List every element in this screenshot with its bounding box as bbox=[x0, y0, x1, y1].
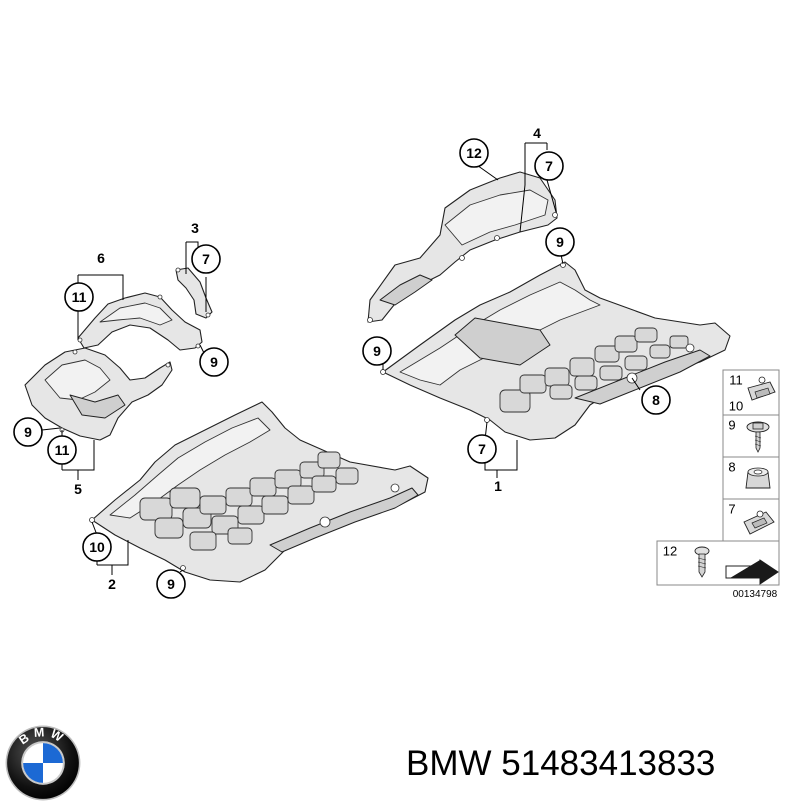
legend-number: 7 bbox=[728, 502, 735, 517]
callout-11: 11 bbox=[64, 282, 94, 312]
clip-nut-icon bbox=[743, 510, 775, 535]
part-2-underbody-panel bbox=[89, 401, 429, 583]
svg-text:7: 7 bbox=[545, 158, 553, 174]
part-6-heat-shield bbox=[77, 292, 203, 351]
svg-text:9: 9 bbox=[373, 343, 381, 359]
part-4-duct-shield bbox=[367, 171, 558, 323]
screw-icon bbox=[746, 421, 770, 453]
callout-10: 10 bbox=[82, 532, 112, 562]
callout-12: 12 bbox=[459, 138, 489, 168]
callout-9: 9 bbox=[545, 227, 575, 257]
svg-text:12: 12 bbox=[466, 145, 482, 161]
bmw-logo: BMW bbox=[5, 725, 81, 801]
callout-5: 5 bbox=[74, 481, 82, 497]
callout-3: 3 bbox=[191, 220, 199, 236]
part-5-heat-shield bbox=[24, 347, 173, 441]
svg-text:11: 11 bbox=[72, 289, 87, 305]
callout-8: 8 bbox=[641, 385, 671, 415]
brand-name: BMW bbox=[406, 744, 492, 783]
screw-icon bbox=[694, 546, 710, 578]
callout-9: 9 bbox=[156, 569, 186, 599]
svg-text:9: 9 bbox=[556, 234, 564, 250]
part-3-bracket bbox=[175, 267, 213, 319]
callout-11: 11 bbox=[47, 435, 77, 465]
svg-text:11: 11 bbox=[55, 442, 70, 458]
legend-number: 8 bbox=[728, 460, 735, 475]
clip-nut-icon bbox=[747, 376, 776, 401]
arrow-icon bbox=[725, 559, 779, 585]
callout-4: 4 bbox=[533, 125, 541, 141]
callout-7: 7 bbox=[467, 434, 497, 464]
svg-text:7: 7 bbox=[202, 251, 210, 267]
callout-1: 1 bbox=[494, 478, 502, 494]
svg-text:9: 9 bbox=[167, 576, 175, 592]
legend-number: 9 bbox=[728, 418, 735, 433]
callout-7: 7 bbox=[534, 151, 564, 181]
legend-number: 12 bbox=[663, 544, 677, 559]
svg-text:6: 6 bbox=[97, 250, 105, 266]
legend-number: 11 bbox=[729, 373, 743, 388]
callout-9: 9 bbox=[13, 417, 43, 447]
svg-text:7: 7 bbox=[478, 441, 486, 457]
svg-text:10: 10 bbox=[89, 539, 105, 555]
footer-title: BMW 51483413833 bbox=[406, 741, 715, 787]
legend-number: 10 bbox=[729, 399, 743, 414]
svg-text:4: 4 bbox=[533, 125, 541, 141]
callout-2: 2 bbox=[108, 576, 116, 592]
svg-text:8: 8 bbox=[652, 392, 660, 408]
svg-text:3: 3 bbox=[191, 220, 199, 236]
part-1-underbody-panel bbox=[380, 261, 731, 441]
svg-text:5: 5 bbox=[74, 481, 82, 497]
svg-text:1: 1 bbox=[494, 478, 502, 494]
svg-text:9: 9 bbox=[24, 424, 32, 440]
callout-6: 6 bbox=[97, 250, 105, 266]
callout-9: 9 bbox=[199, 347, 229, 377]
svg-text:2: 2 bbox=[108, 576, 116, 592]
expanding-nut-icon bbox=[745, 467, 771, 489]
callout-9: 9 bbox=[362, 336, 392, 366]
reference-number: 00134798 bbox=[733, 589, 778, 600]
part-number: 51483413833 bbox=[501, 744, 716, 783]
callout-7: 7 bbox=[191, 244, 221, 274]
svg-text:9: 9 bbox=[210, 354, 218, 370]
fastener-legend: 11 10 9 8 7 12 bbox=[656, 369, 780, 600]
